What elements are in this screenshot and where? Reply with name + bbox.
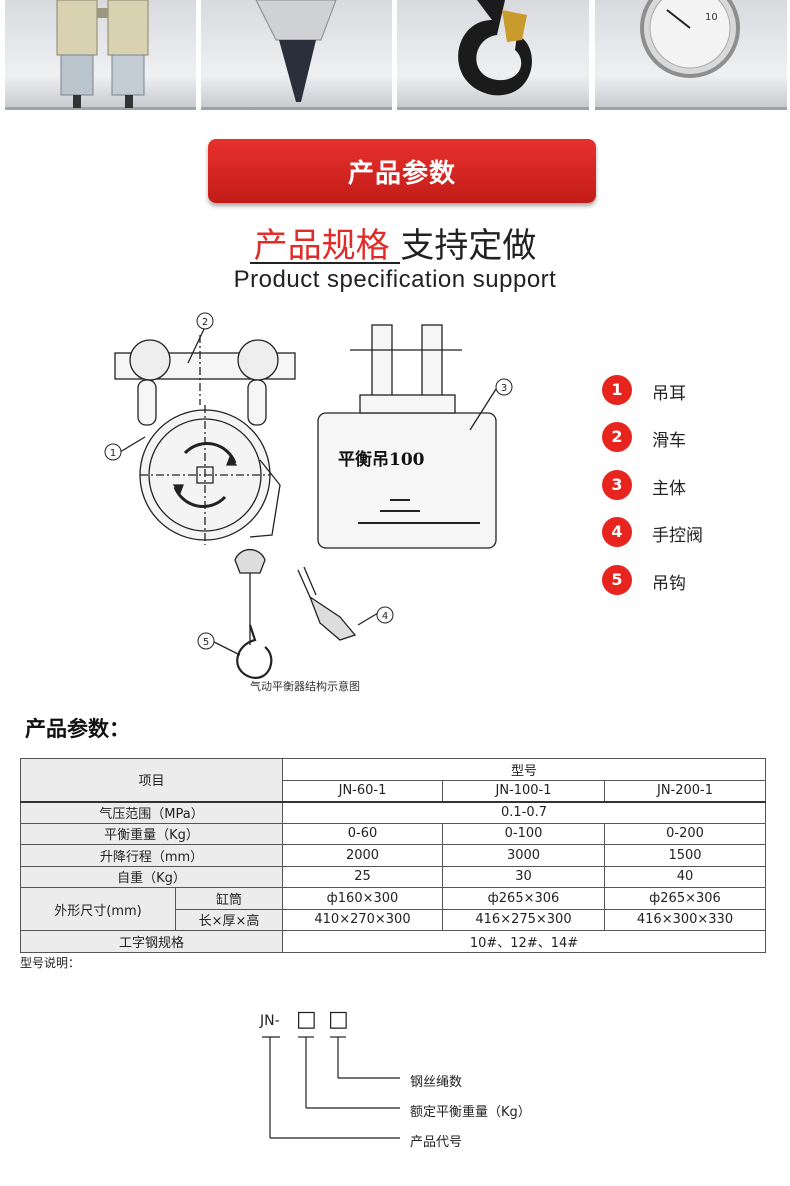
callout-3-text: 3: [501, 383, 507, 394]
body-label: 平衡吊100: [338, 449, 425, 470]
cell: 0-200: [604, 822, 766, 845]
lifting-hook-image: [458, 0, 532, 96]
row-label: 平衡重量（Kg）: [20, 822, 283, 845]
cell: 416×275×300: [442, 908, 605, 931]
model-name: JN-100-1: [442, 779, 605, 803]
model-name: JN-60-1: [282, 779, 443, 803]
cell: 410×270×300: [282, 908, 443, 931]
headline-red: 产品规格: [253, 226, 390, 266]
model-label-rope: 钢丝绳数: [410, 1075, 463, 1090]
photo-lifting-hook: [397, 0, 589, 110]
legend-item: 2 滑车: [602, 422, 782, 452]
headline-dark: 支持定做: [400, 226, 537, 266]
model-header: 型号: [282, 758, 766, 781]
callout-4-text: 4: [382, 611, 388, 622]
callout-1-text: 1: [110, 448, 116, 459]
cell: 10#、12#、14#: [282, 930, 766, 953]
legend-label: 吊耳: [652, 384, 686, 404]
legend-number: 4: [602, 517, 632, 547]
legend-label: 吊钩: [652, 574, 686, 594]
model-box-2: □: [328, 1007, 349, 1032]
headline-underline: [250, 262, 400, 264]
model-code-lines: [262, 1036, 400, 1139]
cell: ф265×306: [442, 887, 605, 910]
balancer-structure-diagram: 2 1 3 4 5 平衡吊100: [104, 312, 513, 679]
photo-fork-part: [201, 0, 392, 110]
model-name: JN-200-1: [604, 779, 766, 803]
legend-label: 主体: [652, 479, 686, 499]
table-row: 平衡重量（Kg） 0-60 0-100 0-200: [20, 822, 766, 845]
legend-number: 1: [602, 375, 632, 405]
table-row: 气压范围（MPa） 0.1-0.7: [20, 801, 766, 824]
model-code-diagram: JN- □ □ 钢丝绳数 额定平衡重量（Kg） 产品代号: [250, 1005, 550, 1165]
callout-5: [197, 632, 215, 650]
legend-item: 1 吊耳: [602, 375, 782, 405]
model-note: 型号说明：: [20, 956, 81, 970]
model-label-code: 产品代号: [410, 1135, 463, 1150]
cell: 0-100: [442, 822, 605, 845]
model-box-1: □: [296, 1007, 317, 1032]
item-header: 项目: [20, 758, 283, 803]
cell: 2000: [282, 844, 443, 867]
cell: ф160×300: [282, 887, 443, 910]
row-label: 工字钢规格: [20, 930, 283, 953]
cell: 0-60: [282, 822, 443, 845]
section-title: 产品参数：: [25, 717, 130, 741]
model-label-weight: 额定平衡重量（Kg）: [410, 1105, 531, 1120]
legend-number: 2: [602, 422, 632, 452]
headline-subtitle: Product specification support: [233, 266, 557, 293]
section-banner: 产品参数: [208, 139, 596, 203]
callout-4: [376, 606, 394, 624]
fork-part-image: [255, 0, 337, 102]
cell: 40: [604, 865, 766, 888]
photo-filter-regulator: [5, 0, 196, 110]
photo-pressure-gauge: 10: [595, 0, 787, 110]
cell: 0.1-0.7: [282, 801, 766, 824]
table-row: 工字钢规格 10#、12#、14#: [20, 930, 766, 953]
table-row: 长×厚×高 410×270×300 416×275×300 416×300×33…: [21, 908, 766, 931]
banner-title: 产品参数: [347, 159, 456, 189]
callout-2-text: 2: [202, 317, 208, 328]
spec-table: 项目 型号 JN-60-1 JN-100-1 JN-200-1 气压范围（MPa…: [20, 758, 766, 953]
pressure-gauge-image: 10: [640, 0, 740, 78]
callout-1: [104, 443, 122, 461]
table-row: JN-60-1 JN-100-1 JN-200-1: [21, 779, 766, 803]
legend-item: 4 手控阀: [602, 517, 782, 547]
callout-5-text: 5: [203, 637, 209, 648]
filter-regulator-image: [56, 0, 149, 108]
diagram-caption: 气动平衡器结构示意图: [250, 680, 360, 693]
row-label: 升降行程（mm）: [20, 844, 283, 867]
cell: ф265×306: [604, 887, 766, 910]
cell: 1500: [604, 844, 766, 867]
model-prefix: JN-: [260, 1013, 280, 1029]
legend-label: 手控阀: [652, 526, 703, 546]
cell: 25: [282, 865, 443, 888]
row-label: 自重（Kg）: [20, 865, 283, 888]
legend-item: 5 吊钩: [602, 565, 782, 595]
legend-label: 滑车: [652, 431, 686, 451]
callout-2: [196, 312, 214, 330]
legend-number: 5: [602, 565, 632, 595]
cell: 3000: [442, 844, 605, 867]
callout-3: [495, 378, 513, 396]
table-row: 外形尺寸(mm) 缸筒 ф160×300 ф265×306 ф265×306: [20, 887, 766, 931]
legend-item: 3 主体: [602, 470, 782, 500]
photo-strip: 10: [0, 0, 790, 112]
sub-label: 长×厚×高: [175, 908, 283, 931]
svg-text:10: 10: [705, 12, 718, 23]
cell: 30: [442, 865, 605, 888]
table-row: 自重（Kg） 25 30 40: [20, 865, 766, 888]
headline: 产品规格 支持定做: [0, 218, 790, 267]
legend-number: 3: [602, 470, 632, 500]
row-label: 外形尺寸(mm): [20, 887, 176, 931]
cell: 416×300×330: [604, 908, 766, 931]
sub-label: 缸筒: [175, 887, 283, 910]
table-row: 项目 型号: [20, 758, 766, 803]
row-label: 气压范围（MPa）: [20, 801, 283, 824]
table-row: 升降行程（mm） 2000 3000 1500: [20, 844, 766, 867]
